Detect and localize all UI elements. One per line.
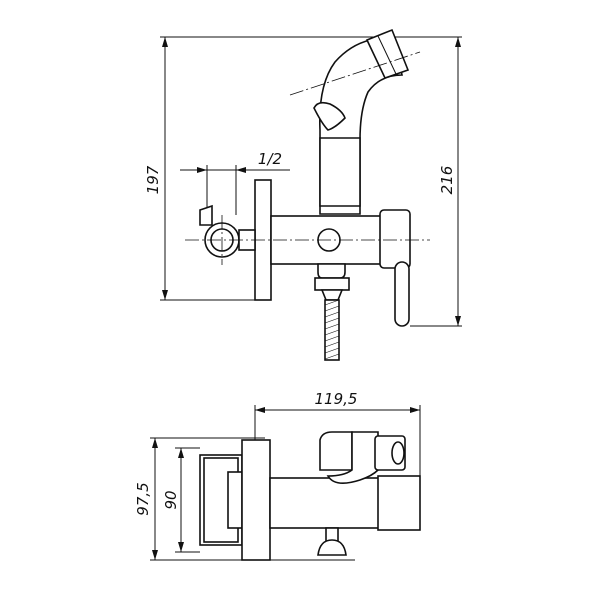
arrow-depth-inner-top [178, 448, 184, 458]
arrow-197-top [162, 37, 168, 47]
nozzle-edge [377, 35, 397, 75]
dimension-depth-inner-label: 90 [162, 490, 180, 509]
arrow-length-right [410, 407, 420, 413]
arrow-depth-outer-top [152, 438, 158, 448]
dimension-216-label: 216 [438, 166, 456, 195]
valve-cap [379, 209, 411, 269]
shower-head-plan-body [326, 431, 379, 484]
dimension-thread-label: 1/2 [258, 150, 282, 168]
hose-hatching [324, 299, 340, 360]
shower-grip [319, 137, 361, 207]
dimension-depth-outer-label: 97,5 [134, 482, 152, 515]
valve-body-plan [269, 477, 381, 529]
hose-nut [314, 277, 350, 291]
arrow-length-left [255, 407, 265, 413]
centerline-shower [289, 51, 421, 96]
shower-head-plan-back [319, 431, 353, 471]
arrow-depth-outer-bottom [152, 550, 158, 560]
side-view: 197 216 1/2 [144, 28, 462, 361]
arrow-thread-right [236, 167, 246, 173]
wall-flange-plan [241, 439, 271, 561]
arrow-197-bottom [162, 290, 168, 300]
hose-nut-top [317, 263, 346, 279]
hose-connector [320, 289, 344, 301]
holder-slot [227, 471, 243, 529]
arrow-216-top [455, 37, 461, 47]
valve-cap-plan [377, 475, 421, 531]
plan-view: 119,5 97,5 90 [134, 390, 421, 561]
shower-trigger [313, 101, 346, 131]
nozzle-outlet-plan [391, 441, 405, 465]
arrow-216-bottom [455, 316, 461, 326]
dimension-length-label: 119,5 [315, 390, 358, 408]
holder-clip [199, 204, 213, 226]
hose-nut-plan [317, 539, 347, 556]
lever-handle [394, 261, 410, 327]
arrow-thread-left [197, 167, 207, 173]
arrow-depth-inner-bottom [178, 542, 184, 552]
hose [324, 299, 340, 361]
dimension-197-label: 197 [144, 165, 162, 194]
